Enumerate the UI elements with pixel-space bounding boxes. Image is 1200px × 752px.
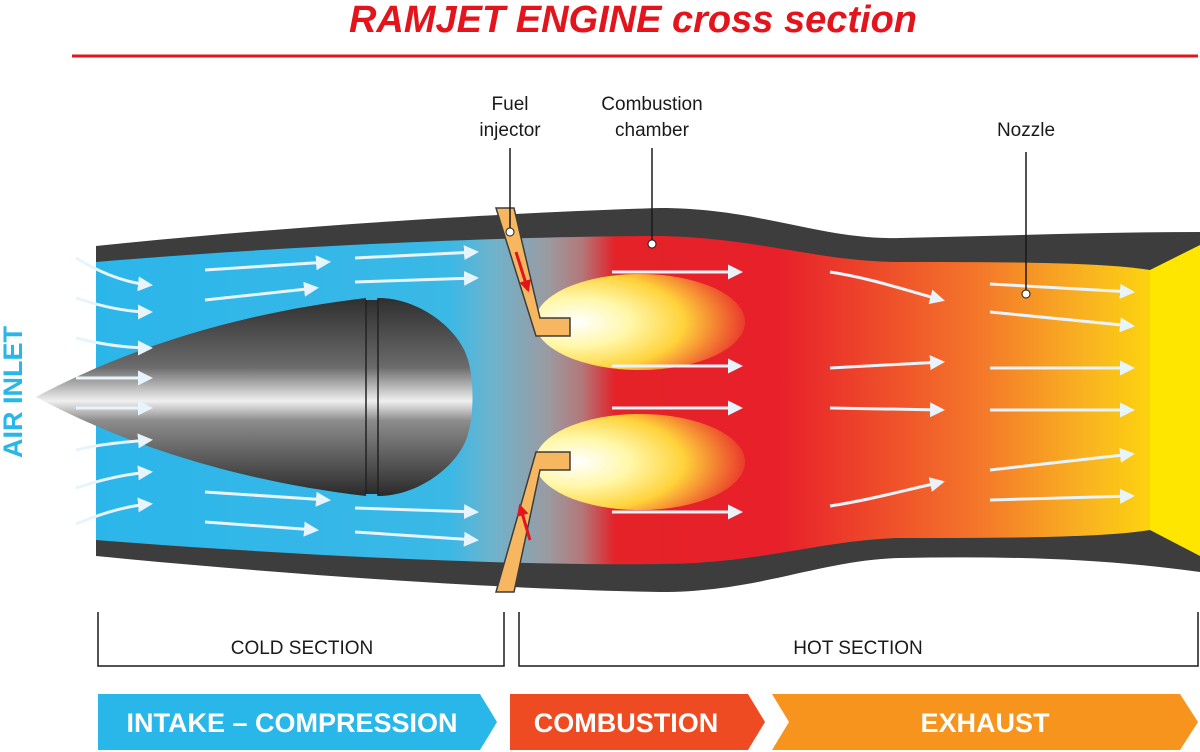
flame-lower bbox=[535, 414, 745, 510]
combustion-stage-label: COMBUSTION bbox=[534, 708, 719, 738]
flame-upper bbox=[535, 274, 745, 370]
air-inlet-label: AIR INLET bbox=[0, 325, 28, 458]
combustion-chamber-label: Combustion bbox=[601, 94, 702, 115]
nozzle-exit bbox=[1150, 245, 1200, 556]
combustion-stage-arrow bbox=[510, 694, 765, 750]
inlet-cone bbox=[36, 298, 366, 496]
fuel-injector-upper bbox=[494, 207, 571, 337]
fuel-injector-label: Fuel bbox=[492, 94, 529, 115]
hot-section-bracket bbox=[518, 612, 1199, 667]
fuel-injector-label-2: injector bbox=[479, 120, 541, 141]
hot-section-label: HOT SECTION bbox=[793, 638, 923, 659]
diagram-title: RAMJET ENGINE cross section bbox=[349, 0, 917, 41]
airflow-arrows bbox=[75, 245, 1135, 547]
nozzle-label: Nozzle bbox=[997, 120, 1055, 141]
combustion-chamber-label-2: chamber bbox=[615, 120, 690, 141]
fuel-injector-lower bbox=[495, 451, 571, 593]
cold-section-label: COLD SECTION bbox=[231, 638, 374, 659]
intake-stage-arrow bbox=[98, 694, 497, 750]
cone-body bbox=[378, 298, 473, 496]
cone-ring bbox=[366, 300, 378, 494]
exhaust-stage-arrow bbox=[772, 694, 1198, 750]
intake-stage-label: INTAKE – COMPRESSION bbox=[126, 708, 457, 738]
cold-section-bracket bbox=[97, 612, 505, 667]
exhaust-stage-label: EXHAUST bbox=[920, 708, 1050, 738]
